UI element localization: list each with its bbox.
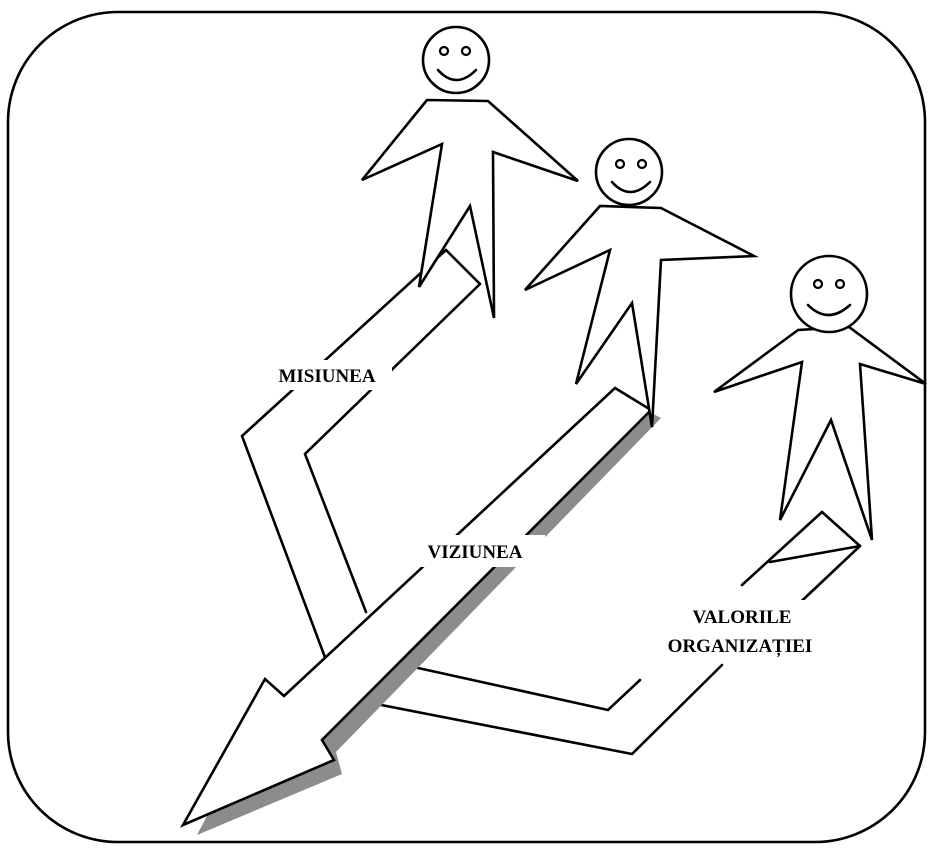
mission-label: MISIUNEA	[278, 366, 375, 387]
values-label-line2: ORGANIZAȚIEI	[668, 636, 813, 657]
person-2-head	[596, 139, 662, 205]
vision-label: VIZIUNEA	[427, 542, 522, 563]
values-label-line1: VALORILE	[693, 607, 792, 628]
person-1-head	[423, 27, 489, 93]
person-3-head	[791, 256, 867, 332]
